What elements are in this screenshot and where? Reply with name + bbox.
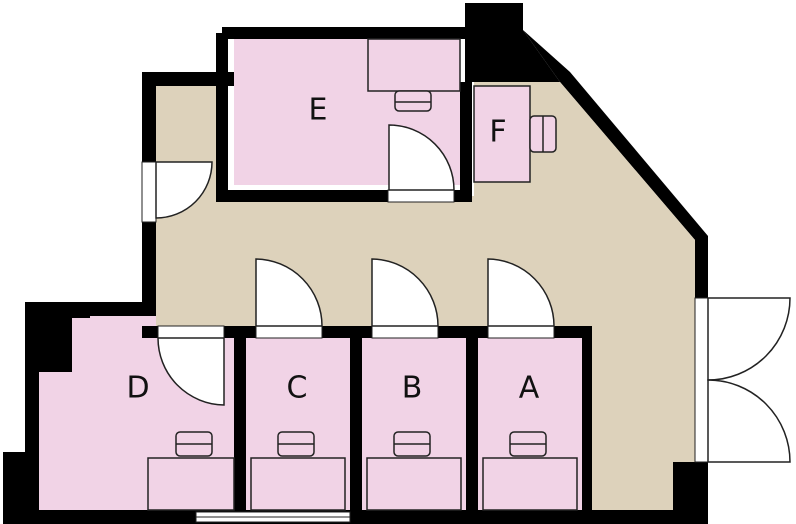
- room-c-desk: [250, 457, 346, 511]
- room-f: [473, 85, 531, 183]
- room-d-door-swing: [157, 337, 225, 406]
- room-c-label: C: [287, 371, 308, 406]
- room-c-door-opening: [255, 325, 323, 339]
- wall-right-upper: [695, 238, 708, 298]
- room-b-door-swing: [371, 258, 439, 327]
- wall-d-top-pillar: [25, 302, 90, 372]
- wall-d-c: [234, 326, 246, 516]
- room-b-label: B: [402, 371, 423, 406]
- entrance-door-lower: [707, 379, 791, 463]
- room-a-label: A: [519, 371, 540, 406]
- wall-left-upper: [142, 72, 156, 162]
- wall-b-a: [466, 326, 478, 516]
- room-a-furniture: [482, 431, 578, 511]
- left-door-swing: [155, 161, 213, 219]
- room-row-walls: [142, 326, 592, 516]
- wall-corner-pillar: [465, 3, 560, 82]
- room-c-door-swing: [255, 258, 323, 327]
- wall-diagonal: [523, 30, 708, 240]
- wall-bottom: [3, 510, 708, 524]
- room-b-desk: [366, 457, 462, 511]
- room-f-label: F: [489, 115, 506, 150]
- room-c-furniture: [250, 431, 346, 511]
- room-row-top-wall: [142, 326, 592, 338]
- room-b-furniture: [366, 431, 462, 511]
- room-e-label: E: [309, 93, 328, 128]
- room-e-desk: [367, 38, 461, 92]
- wall-a-right: [582, 326, 592, 516]
- room-a-desk: [482, 457, 578, 511]
- room-d-label: D: [126, 371, 149, 406]
- room-e-door-opening: [387, 189, 455, 203]
- entrance-opening: [694, 297, 709, 463]
- room-d-desk: [147, 457, 235, 511]
- wall-c-b: [350, 326, 362, 516]
- room-a-door-opening: [487, 325, 555, 339]
- room-b-door-opening: [371, 325, 439, 339]
- room-a-door-swing: [487, 258, 555, 327]
- room-d-door-opening: [157, 325, 225, 339]
- wall-top-left-block: [142, 72, 234, 86]
- left-door-opening: [141, 161, 157, 223]
- room-e-walls: [216, 27, 480, 202]
- outer-walls: [3, 3, 708, 524]
- room-e-door-swing: [388, 124, 455, 191]
- entrance-door-upper: [707, 297, 791, 381]
- room-e-chair: [394, 90, 432, 112]
- room-d-furniture: [147, 431, 235, 511]
